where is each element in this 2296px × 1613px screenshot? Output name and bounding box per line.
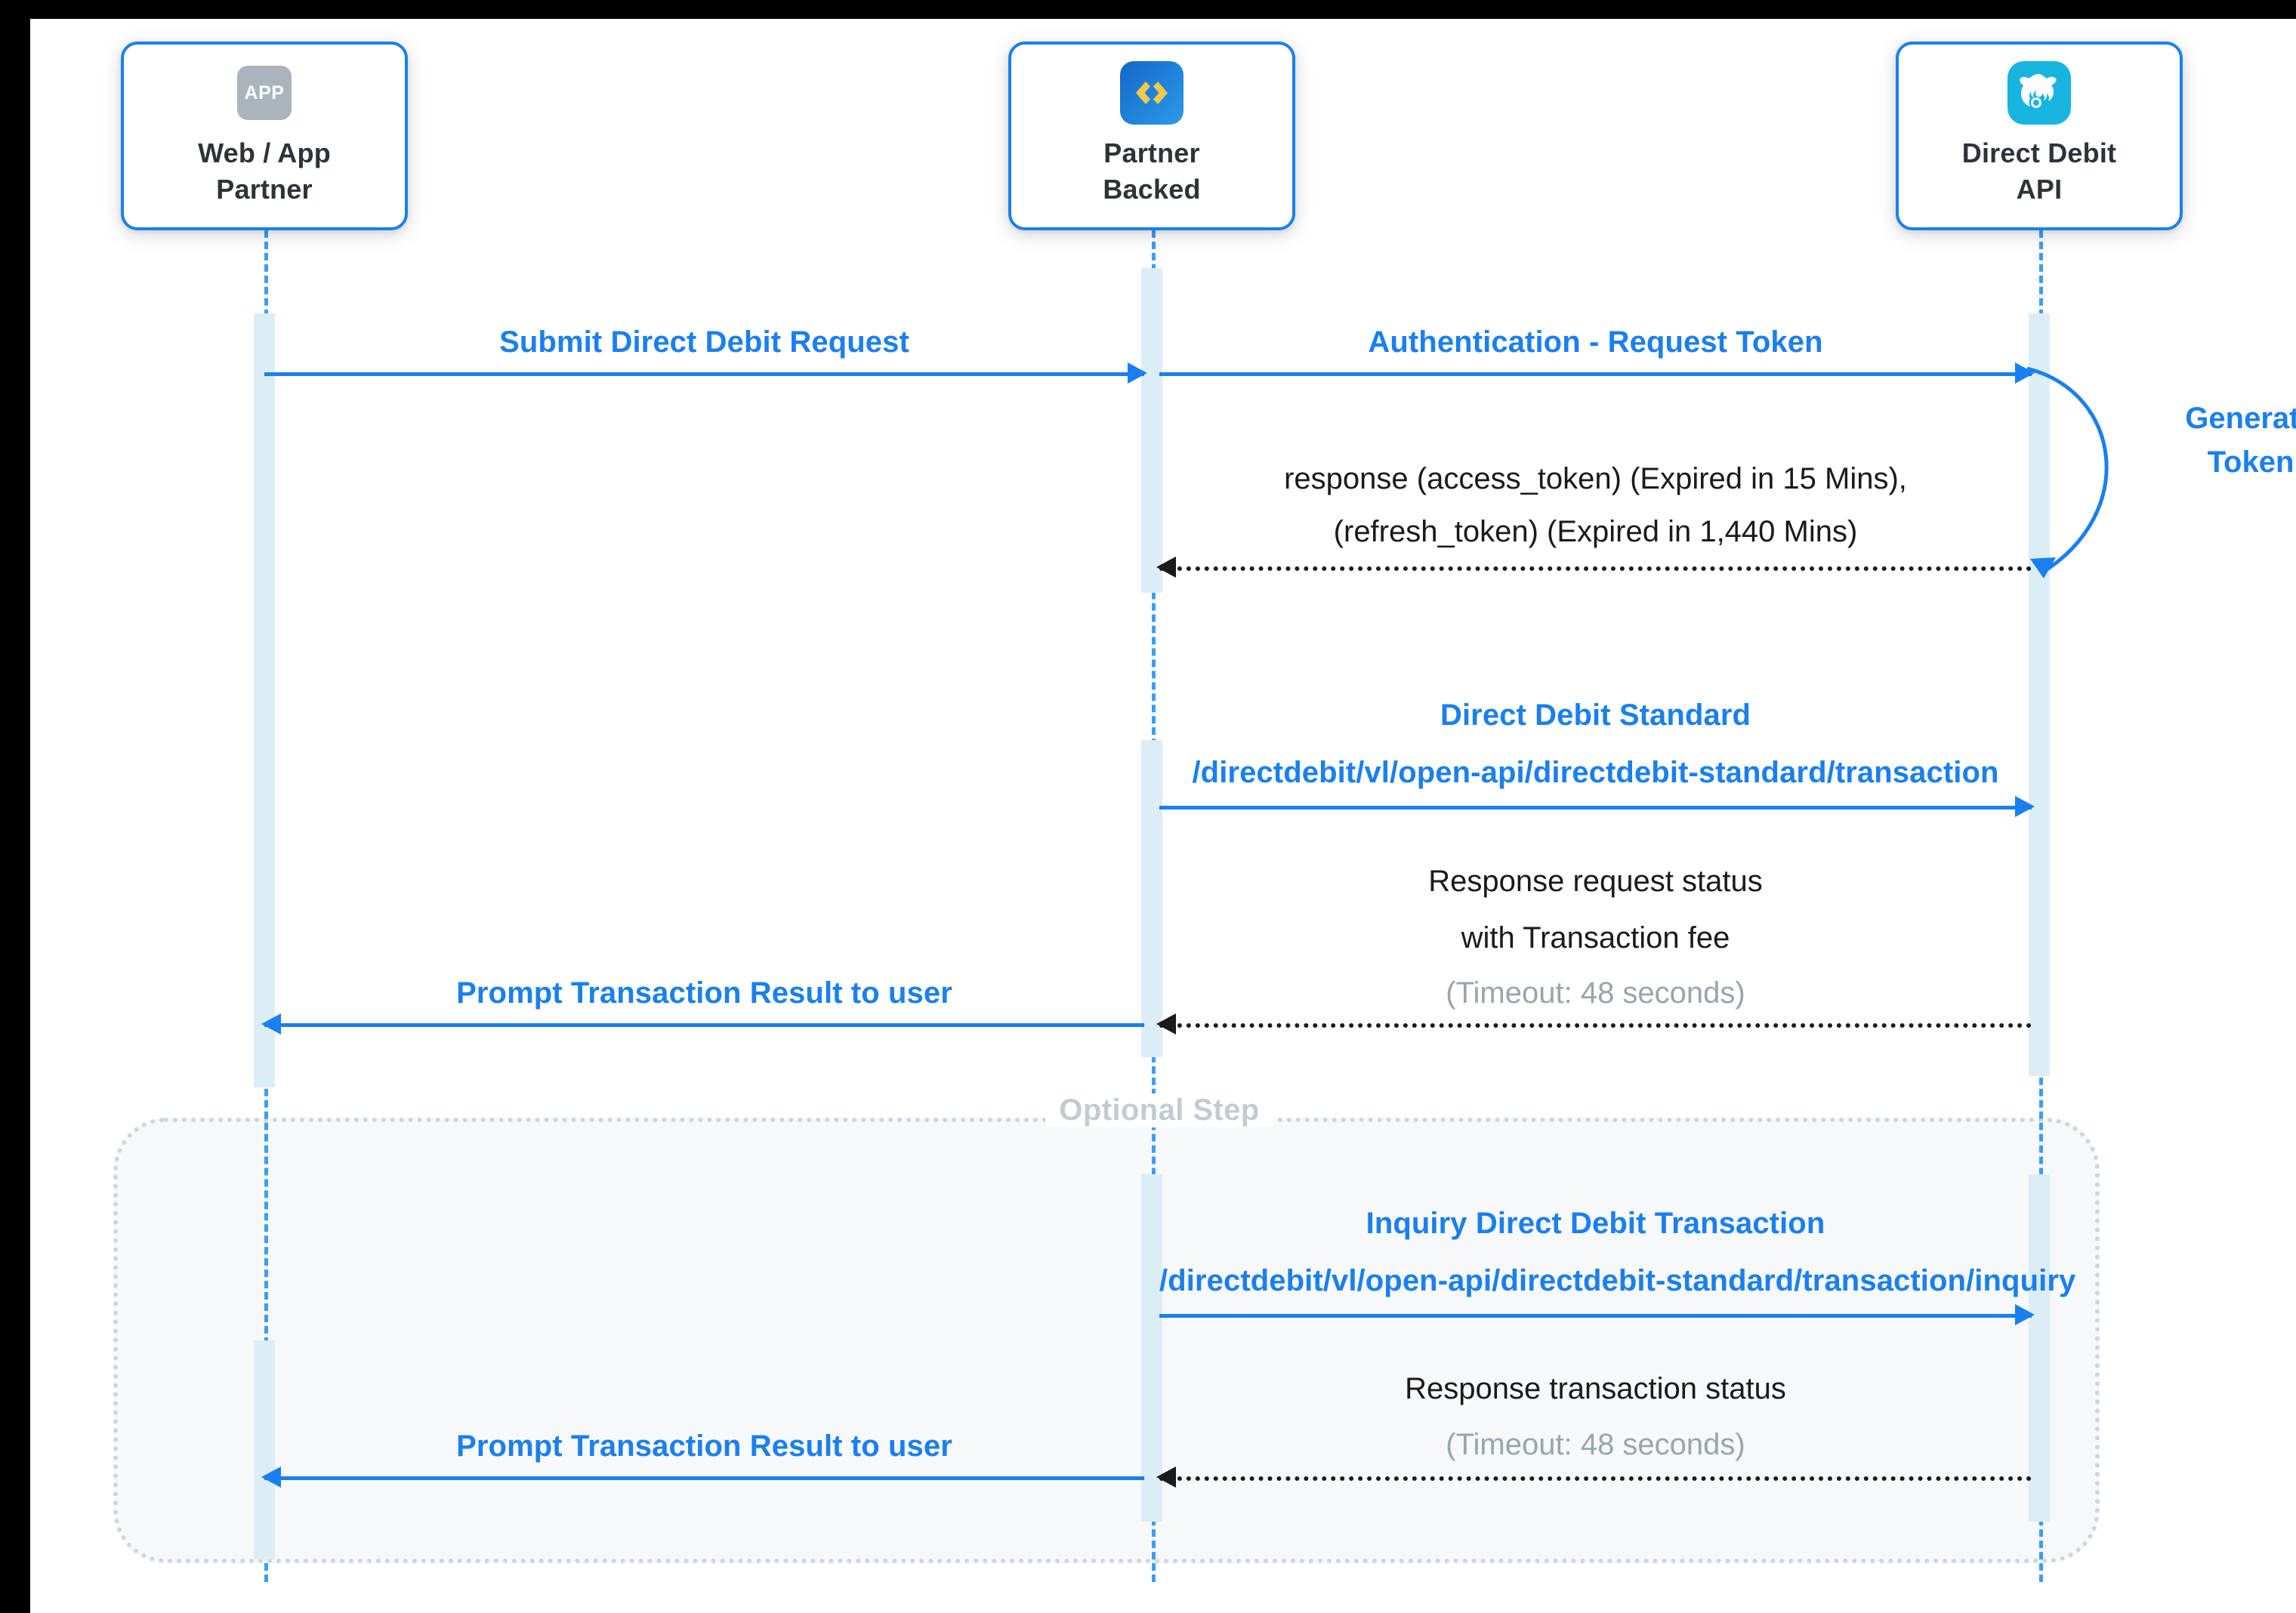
- message-label-response-request-status-line1: Response request status: [1428, 865, 1763, 898]
- message-line: [264, 1476, 1144, 1480]
- activation-partner-backed-1: [1141, 268, 1162, 593]
- activation-partner-backed-2: [1141, 740, 1162, 1057]
- actor-label-direct-debit-api: Direct Debit API: [1962, 135, 2116, 207]
- message-label-response-transaction-status-line1: Response transaction status: [1405, 1372, 1786, 1405]
- arrowhead-left-icon: [1156, 557, 1176, 578]
- actor-label-line2: Partner: [216, 173, 313, 205]
- generate-token-line2: Token: [2207, 446, 2294, 479]
- optional-step-label: Optional Step: [1045, 1093, 1273, 1127]
- message-line: [1159, 1314, 2032, 1318]
- arrowhead-left-icon: [261, 1467, 281, 1488]
- arrowhead-right-icon: [2015, 796, 2035, 817]
- arrowhead-left-icon: [1156, 1013, 1176, 1035]
- message-label-direct-debit-standard-path: /directdebit/vl/open-api/directdebit-sta…: [1192, 756, 1999, 789]
- message-label-authentication-request-token: Authentication - Request Token: [1368, 325, 1823, 359]
- message-label-inquiry-title: Inquiry Direct Debit Transaction: [1366, 1207, 1825, 1240]
- actor-label-line1: Direct Debit: [1961, 137, 2117, 168]
- actor-partner-backed[interactable]: Partner Backed: [1008, 42, 1295, 230]
- arrowhead-left-icon: [1156, 1467, 1176, 1488]
- actor-label-line1: Partner: [1103, 137, 1200, 168]
- message-line: [1159, 372, 2032, 376]
- actor-web-app-partner[interactable]: APP Web / App Partner: [121, 42, 408, 230]
- code-brackets-icon-badge: [1120, 61, 1183, 125]
- app-icon: APP: [237, 61, 292, 125]
- app-icon-badge: APP: [237, 66, 292, 120]
- self-message-generate-token[interactable]: [2024, 362, 2213, 593]
- bank-garuda-icon: [2007, 61, 2071, 125]
- arrowhead-right-icon: [2015, 1304, 2035, 1325]
- activation-partner-backed-3: [1141, 1174, 1162, 1522]
- message-line: [264, 372, 1144, 376]
- self-message-label-generate-token: Generate Token: [2137, 396, 2296, 484]
- generate-token-line1: Generate: [2185, 402, 2296, 435]
- code-brackets-icon: [1120, 61, 1183, 125]
- actor-label-web-app-partner: Web / App Partner: [198, 135, 331, 207]
- message-label-token-response-line2: (refresh_token) (Expired in 1,440 Mins): [1333, 515, 1858, 548]
- arrowhead-right-icon: [2015, 362, 2035, 384]
- message-label-response-request-status-timeout: (Timeout: 48 seconds): [1446, 976, 1745, 1010]
- diagram-canvas: APP Web / App Partner Partner Backed: [30, 19, 2296, 1613]
- actor-label-line2: API: [2016, 173, 2063, 205]
- message-label-direct-debit-standard-title: Direct Debit Standard: [1440, 699, 1751, 732]
- activation-direct-debit-api-2: [2029, 1174, 2050, 1522]
- message-label-submit-direct-debit-request: Submit Direct Debit Request: [499, 325, 909, 359]
- message-label-prompt-transaction-result-1: Prompt Transaction Result to user: [456, 976, 952, 1010]
- message-label-token-response-line1: response (access_token) (Expired in 15 M…: [1284, 462, 1907, 495]
- message-label-inquiry-path: /directdebit/vl/open-api/directdebit-sta…: [1159, 1264, 2076, 1297]
- arrowhead-left-icon: [261, 1013, 281, 1035]
- actor-label-partner-backed: Partner Backed: [1103, 135, 1200, 207]
- message-line: [1159, 806, 2032, 810]
- message-label-prompt-transaction-result-2: Prompt Transaction Result to user: [456, 1429, 952, 1463]
- message-line: [1159, 1023, 2032, 1028]
- activation-web-app-partner-2: [254, 1340, 275, 1559]
- message-line: [1159, 1476, 2032, 1481]
- bank-garuda-icon-badge: [2007, 61, 2071, 125]
- message-line: [1159, 566, 2032, 571]
- actor-direct-debit-api[interactable]: Direct Debit API: [1896, 42, 2183, 230]
- message-label-response-request-status-line2: with Transaction fee: [1461, 921, 1730, 955]
- activation-web-app-partner-1: [254, 313, 275, 1087]
- activation-direct-debit-api-1: [2029, 313, 2050, 1076]
- arrowhead-right-icon: [1128, 362, 1147, 384]
- optional-step-fragment: [113, 1118, 2100, 1563]
- message-label-response-transaction-status-timeout: (Timeout: 48 seconds): [1446, 1428, 1745, 1461]
- message-line: [264, 1023, 1144, 1027]
- actor-label-line1: Web / App: [198, 137, 331, 168]
- actor-label-line2: Backed: [1103, 173, 1201, 205]
